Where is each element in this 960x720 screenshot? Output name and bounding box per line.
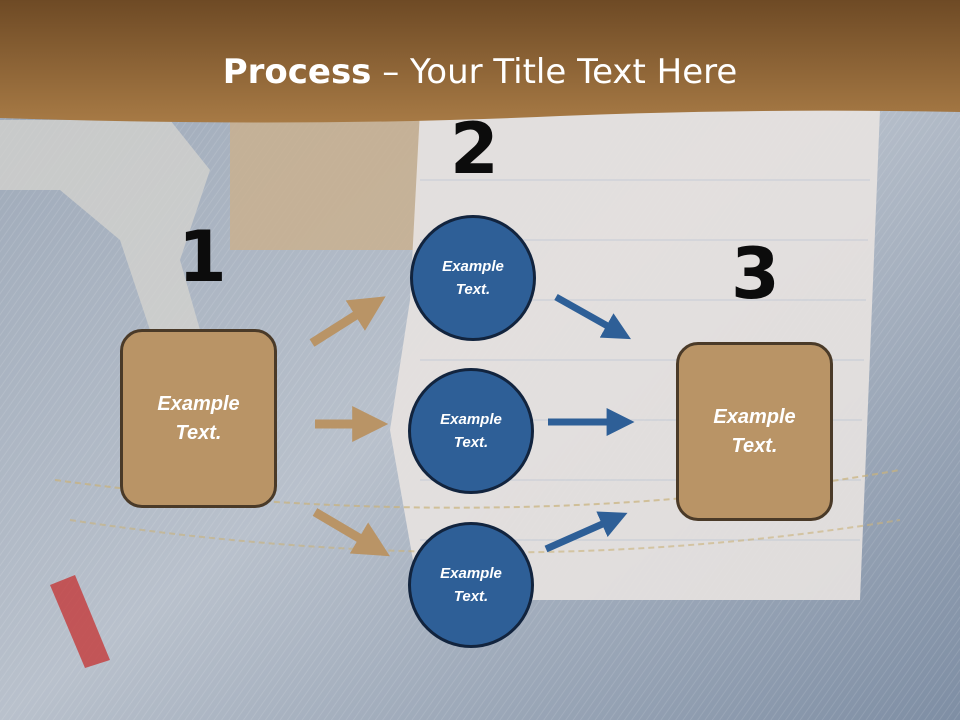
step-3-box[interactable]: Example Text. [676,342,833,521]
step-1-box[interactable]: Example Text. [120,329,277,508]
title-rest: – Your Title Text Here [371,52,738,92]
step-2-top-text: Example Text. [442,258,504,298]
arrow-2a-to-3 [554,293,631,340]
step-1-text: Example Text. [157,392,240,444]
step-2-circle-middle[interactable]: Example Text. [408,368,534,494]
title-bold: Process [222,52,372,92]
step-2-bottom-text: Example Text. [440,565,502,605]
step-number-2: 2 [450,108,499,190]
step-3-text: Example Text. [713,405,796,457]
slide-title: Process – Your Title Text Here [0,52,960,92]
arrow-1-to-2c [312,508,390,557]
step-2-circle-bottom[interactable]: Example Text. [408,522,534,648]
arrow-1-to-2a [309,296,386,347]
step-number-1: 1 [178,216,227,298]
step-2-middle-text: Example Text. [440,411,502,451]
step-number-3: 3 [731,233,780,315]
step-2-circle-top[interactable]: Example Text. [410,215,536,341]
arrow-2c-to-3 [544,511,628,553]
